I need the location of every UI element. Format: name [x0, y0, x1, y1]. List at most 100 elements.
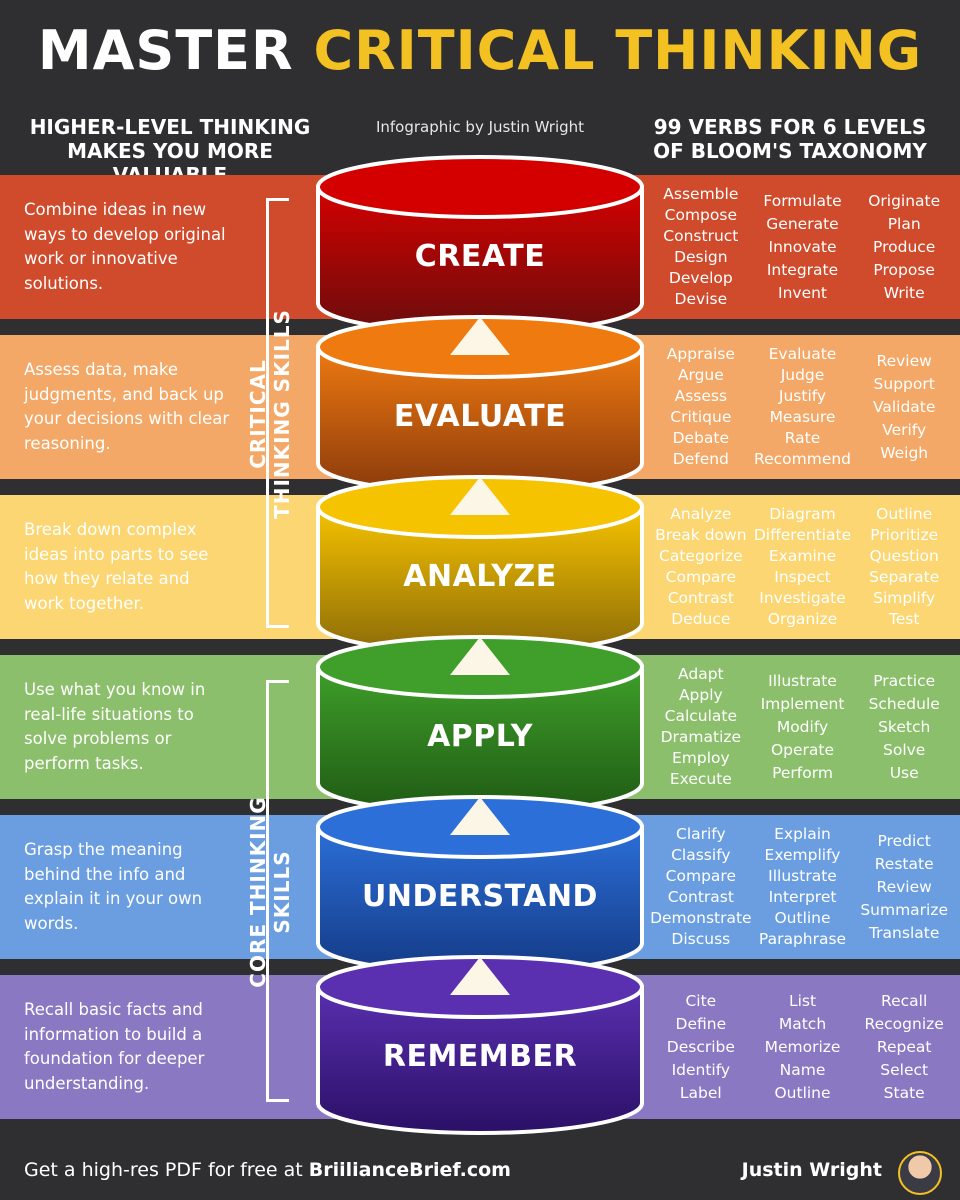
verb-item: Cite [685, 991, 717, 1010]
verb-item: Deduce [671, 610, 731, 628]
verb-item: State [883, 1083, 925, 1102]
verb-item: Assess [674, 387, 728, 405]
verb-item: List [788, 991, 817, 1010]
verb-item: Calculate [664, 707, 738, 725]
verb-item: Use [889, 763, 919, 782]
up-arrow-icon [450, 957, 510, 995]
verb-item: Plan [887, 214, 921, 233]
title-part-2: CRITICAL THINKING [313, 19, 923, 82]
verb-item: Demonstrate [650, 909, 752, 927]
level-description: Assess data, make judgments, and back up… [24, 360, 230, 453]
verb-item: Measure [769, 408, 836, 426]
verb-item: Validate [872, 397, 936, 416]
verb-item: Exemplify [764, 846, 841, 864]
up-arrow-icon [450, 477, 510, 515]
verb-item: Classify [671, 846, 731, 864]
verb-item: Explain [774, 825, 831, 843]
verb-item: Adapt [678, 665, 724, 683]
verb-item: Paraphrase [758, 930, 847, 948]
verb-item: Repeat [876, 1037, 932, 1056]
verb-item: Match [778, 1014, 827, 1033]
verb-item: Discuss [671, 930, 731, 948]
up-arrow-icon [450, 637, 510, 675]
verb-item: Outline [876, 505, 933, 523]
verb-item: Label [679, 1083, 722, 1102]
verb-item: Analyze [670, 505, 732, 523]
verb-item: Debate [672, 429, 730, 447]
verb-item: Critique [670, 408, 732, 426]
verb-item: Diagram [769, 505, 836, 523]
verb-item: Originate [868, 191, 941, 210]
promo-link[interactable]: BriilianceBrief.com [308, 1159, 511, 1181]
verb-item: Outline [774, 909, 831, 927]
level-description: Combine ideas in new ways to develop ori… [24, 200, 226, 293]
verb-item: Produce [873, 237, 936, 256]
verb-item: Operate [770, 740, 835, 759]
verb-item: Develop [668, 269, 733, 287]
verb-item: Predict [877, 831, 931, 850]
critical-bracket [266, 198, 289, 628]
verb-item: Design [674, 248, 728, 266]
verb-item: Defend [672, 450, 729, 468]
verb-item: Outline [774, 1083, 831, 1102]
up-arrow-icon [450, 317, 510, 355]
verb-item: Practice [873, 671, 936, 690]
promo-prefix: Get a high-res PDF for free at [24, 1159, 303, 1181]
verb-item: Illustrate [768, 867, 837, 885]
verb-item: Implement [760, 694, 845, 713]
verb-item: Invent [778, 283, 828, 302]
verb-item: Separate [869, 568, 940, 586]
up-arrow-icon [450, 797, 510, 835]
subtitle-right: 99 VERBS FOR 6 LEVELS OF BLOOM'S TAXONOM… [653, 115, 927, 163]
verb-item: Compare [665, 867, 736, 885]
verb-item: Contrast [667, 888, 734, 906]
verb-item: Employ [671, 749, 730, 767]
author-name: Justin Wright [741, 1159, 882, 1181]
verb-item: Sketch [878, 717, 931, 736]
verb-item: Assemble [663, 185, 739, 203]
verb-item: Verify [882, 420, 927, 439]
level-name: APPLY [427, 719, 533, 754]
cylinder-body [316, 985, 644, 1135]
page-title: MASTER CRITICAL THINKING [0, 24, 960, 78]
verb-item: Examine [768, 547, 837, 565]
level-name: REMEMBER [382, 1039, 578, 1074]
verb-item: Contrast [667, 589, 734, 607]
verb-item: Evaluate [768, 345, 837, 363]
verb-item: Organize [767, 610, 838, 628]
footer: Get a high-res PDF for free at Briilianc… [0, 1143, 960, 1200]
verb-item: Investigate [759, 589, 846, 607]
verb-item: Support [873, 374, 935, 393]
verb-item: Propose [873, 260, 935, 279]
verb-item: Apply [678, 686, 723, 704]
verb-item: Translate [868, 923, 940, 942]
verb-item: Recall [881, 991, 928, 1010]
footer-promo: Get a high-res PDF for free at Briilianc… [24, 1159, 511, 1181]
verb-item: Write [883, 283, 925, 302]
verb-item: Inspect [774, 568, 831, 586]
verb-item: Interpret [768, 888, 837, 906]
verb-item: Devise [674, 290, 728, 308]
title-part-1: MASTER [37, 19, 294, 82]
verb-item: Restate [874, 854, 934, 873]
verb-item: Break down [655, 526, 747, 544]
level-description: Recall basic facts and information to bu… [24, 1000, 205, 1093]
verb-item: Simplify [873, 589, 936, 607]
verb-item: Recognize [864, 1014, 944, 1033]
verb-item: Categorize [659, 547, 743, 565]
